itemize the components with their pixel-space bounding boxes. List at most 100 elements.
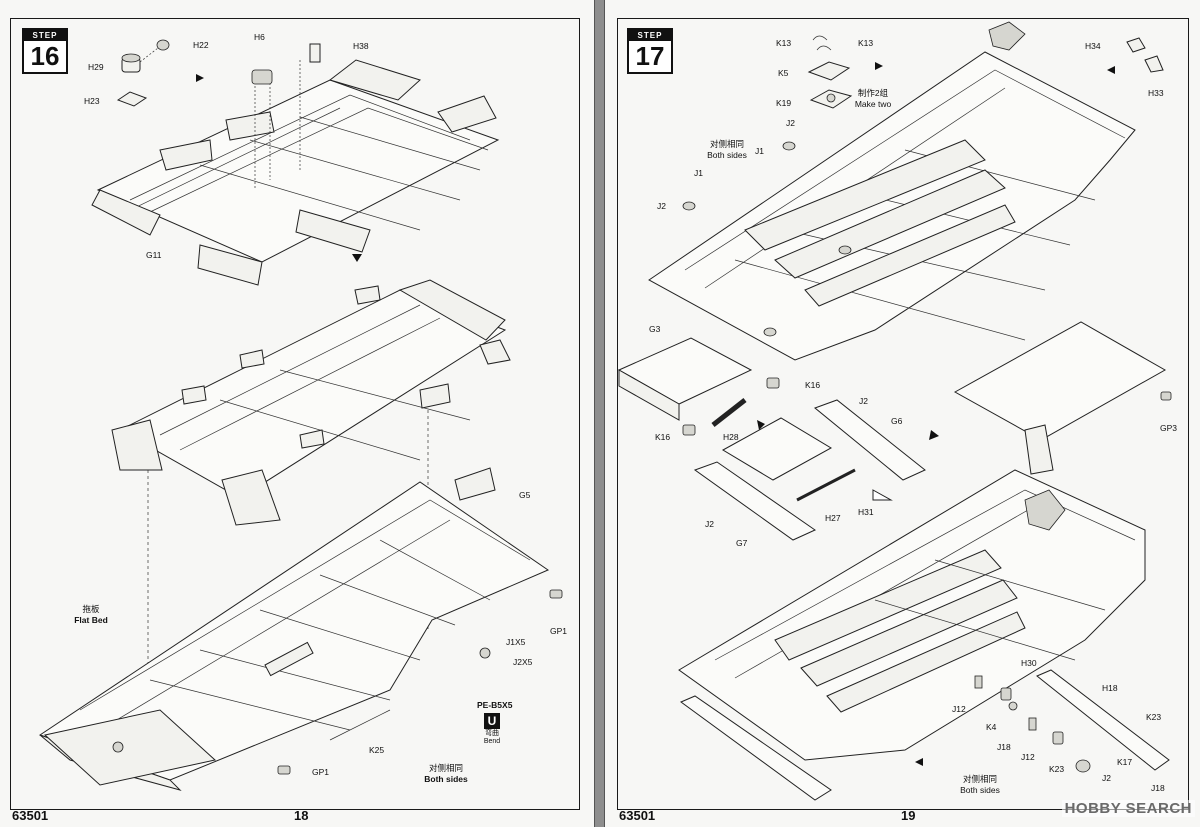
part-label: H22: [193, 40, 209, 50]
part-label: J2: [657, 201, 666, 211]
part-label: J1: [755, 146, 764, 156]
part-j12-drawing: [974, 675, 983, 689]
part-label: H6: [254, 32, 265, 42]
assembly-drawing-step17: [617, 21, 1172, 801]
part-label: J1X5: [506, 637, 526, 647]
flat-bed-lower-drawing: [678, 469, 1146, 761]
page-number: 19: [901, 808, 916, 823]
arrow-down-left: [757, 420, 765, 430]
part-k4-drawing: [1008, 701, 1018, 711]
part-label: J18: [1151, 783, 1165, 793]
part-g7-drawing: [693, 461, 817, 541]
part-label: GP1: [312, 767, 330, 777]
part-label: J12: [1021, 752, 1035, 762]
part-h27-drawing: [796, 468, 856, 502]
both-sides-en: Both sides: [707, 150, 747, 160]
both-sides-en: Both sides: [960, 785, 1000, 795]
page-number: 18: [294, 808, 309, 823]
part-j12-drawing: [1028, 717, 1037, 731]
assembly-drawing-step16: [38, 39, 563, 791]
part-label: GP3: [1160, 423, 1178, 433]
part-label: J12: [952, 704, 966, 714]
part-j1-drawing: [682, 201, 696, 211]
step-word: STEP: [24, 30, 66, 41]
part-label: G3: [649, 324, 661, 334]
part-g3-drawing: [617, 337, 753, 421]
product-code: 63501: [12, 808, 49, 823]
bend-note-en: Bend: [483, 738, 501, 745]
part-frame-small: [721, 417, 833, 481]
part-label: K16: [805, 380, 821, 390]
make-two-en: Make two: [854, 99, 892, 109]
product-code: 63501: [619, 808, 656, 823]
part-label: K4: [986, 722, 997, 732]
part-label: H31: [858, 507, 874, 517]
both-sides-note: 对侧相同 Both sides: [955, 774, 1005, 796]
part-label: G6: [891, 416, 903, 426]
arrow-right: [875, 62, 883, 70]
part-label: H30: [1021, 658, 1037, 668]
part-gp3-drawing: [1160, 391, 1172, 401]
part-label: H23: [84, 96, 100, 106]
part-j1-drawing: [782, 141, 796, 151]
part-label: K23: [1049, 764, 1065, 774]
part-label: J2: [859, 396, 868, 406]
part-h18-drawing: [1036, 669, 1170, 771]
part-label: K25: [369, 745, 385, 755]
arrow-right-down: [929, 430, 939, 440]
part-label: G5: [519, 490, 531, 500]
part-label: H28: [723, 432, 739, 442]
bend-note: 弯曲 Bend: [476, 730, 508, 746]
part-k30-drawing: [1000, 687, 1012, 701]
part-label: H34: [1085, 41, 1101, 51]
arrow-right: [196, 74, 204, 82]
bend-note-cn: 弯曲: [485, 730, 499, 737]
both-sides-cn: 对侧相同: [962, 774, 997, 784]
flat-bed-drawing: [38, 467, 563, 791]
part-label: K13: [858, 38, 874, 48]
flat-bed-en: Flat Bed: [74, 615, 108, 625]
flat-bed-note: 拖板 Flat Bed: [66, 604, 116, 626]
make-two-note: 制作2组 Make two: [851, 88, 895, 110]
instruction-page-right: STEP 17: [604, 0, 1200, 827]
both-sides-note: 对侧相同 Both sides: [418, 763, 474, 785]
part-label: J18: [997, 742, 1011, 752]
part-g6-drawing: [814, 399, 926, 481]
part-label: J2X5: [513, 657, 533, 667]
part-side-rail-left: [679, 695, 832, 801]
bend-icon: U: [484, 713, 500, 729]
part-rear-frame-drawing: [953, 321, 1167, 475]
both-sides-en: Both sides: [424, 774, 468, 784]
make-two-cn: 制作2组: [857, 88, 889, 98]
part-label: K13: [776, 38, 792, 48]
step-number: 16: [30, 41, 60, 71]
watermark: HOBBY SEARCH: [1061, 800, 1195, 817]
part-label: K17: [1117, 757, 1133, 767]
part-label: GP1: [550, 626, 568, 636]
both-sides-note: 对侧相同 Both sides: [703, 139, 751, 161]
part-k16-drawing: [682, 424, 696, 436]
part-label: H27: [825, 513, 841, 523]
step-number: 17: [635, 41, 665, 71]
page-frame: [617, 18, 1189, 810]
part-label: H29: [88, 62, 104, 72]
part-label: J2: [786, 118, 795, 128]
part-label: H38: [353, 41, 369, 51]
both-sides-cn: 对侧相同: [709, 139, 744, 149]
part-h28-drawing: [711, 398, 747, 427]
part-label: K5: [778, 68, 789, 78]
part-label: G11: [146, 250, 162, 260]
part-h29-drawing: [121, 47, 159, 73]
arrow-left: [915, 758, 923, 766]
arrow-left: [1107, 66, 1115, 74]
part-k13-drawing: [812, 35, 828, 41]
part-label: K23: [1146, 712, 1162, 722]
page-frame: [10, 18, 580, 810]
flat-bed-upper-drawing: [648, 51, 1136, 361]
part-h34-drawing: [1126, 37, 1146, 53]
part-label: J2: [705, 519, 714, 529]
both-sides-cn: 对侧相同: [428, 763, 463, 773]
part-label: J2: [1102, 773, 1111, 783]
part-h33-drawing: [1144, 55, 1164, 73]
part-h31-drawing: [872, 489, 893, 501]
